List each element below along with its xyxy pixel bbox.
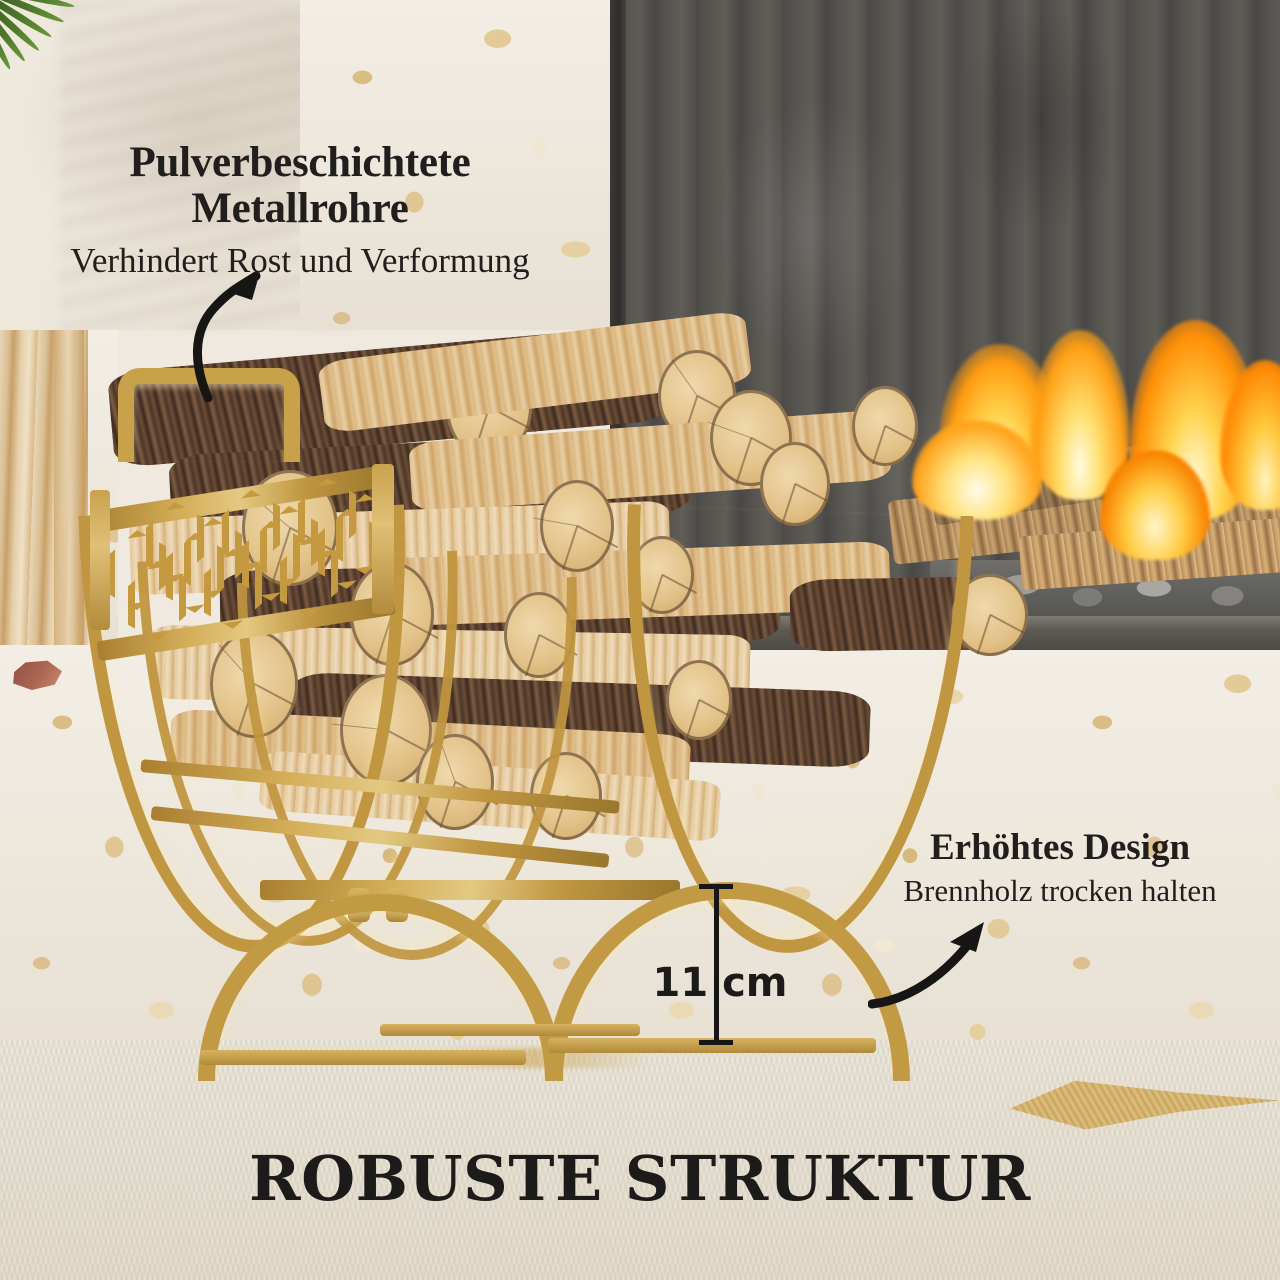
base-crossbar — [260, 880, 680, 900]
base-stretcher — [380, 1024, 640, 1036]
log-cut-face — [210, 630, 298, 738]
dimension-line — [714, 884, 719, 1044]
log-cut-face — [852, 386, 918, 466]
log-cut-face — [630, 536, 694, 614]
palm-frond — [0, 0, 210, 156]
annotation-elevated-design: Erhöhtes Design Brennholz trocken halten — [840, 827, 1280, 908]
log-cut-face — [760, 442, 830, 526]
dimension-label: 11 cm — [652, 960, 788, 1006]
annotation-subtitle: Brennholz trocken halten — [903, 872, 1217, 908]
fireplace-fire — [887, 320, 1280, 630]
log-cut-face — [666, 660, 732, 740]
log-cut-face — [416, 734, 494, 830]
arrow-to-powder-coating-text — [192, 271, 261, 402]
page-headline: ROBUSTE STRUKTUR — [249, 1142, 1031, 1215]
log-cut-face — [533, 480, 614, 572]
annotation-title-line2: Metallrohre — [191, 184, 409, 232]
arrow-to-elevated-design-text — [868, 922, 984, 1009]
flame — [1100, 450, 1210, 560]
flame — [912, 420, 1042, 520]
annotation-title: Erhöhtes Design — [929, 827, 1191, 868]
log-cut-face — [952, 574, 1028, 656]
firewood-rack — [78, 360, 980, 1081]
base-foot-left — [200, 1050, 526, 1065]
annotation-title-line1: Pulverbeschichtete — [129, 139, 471, 186]
annotation-subtitle: Verhindert Rost und Verformung — [70, 241, 530, 281]
annotation-powder-coated-tubes: Pulverbeschichtete Metallrohre Verhinder… — [0, 140, 600, 279]
dimension-tick-top — [699, 884, 733, 889]
carry-handle[interactable] — [118, 368, 300, 462]
log-cut-face — [504, 592, 574, 678]
frame-post-right — [372, 464, 394, 614]
frame-post-left — [90, 490, 110, 630]
wooden-post-highlight — [54, 330, 84, 646]
dimension-tick-bottom — [699, 1040, 733, 1045]
terrazzo-wall-upper — [300, 0, 616, 330]
base-foot-right — [548, 1038, 876, 1053]
